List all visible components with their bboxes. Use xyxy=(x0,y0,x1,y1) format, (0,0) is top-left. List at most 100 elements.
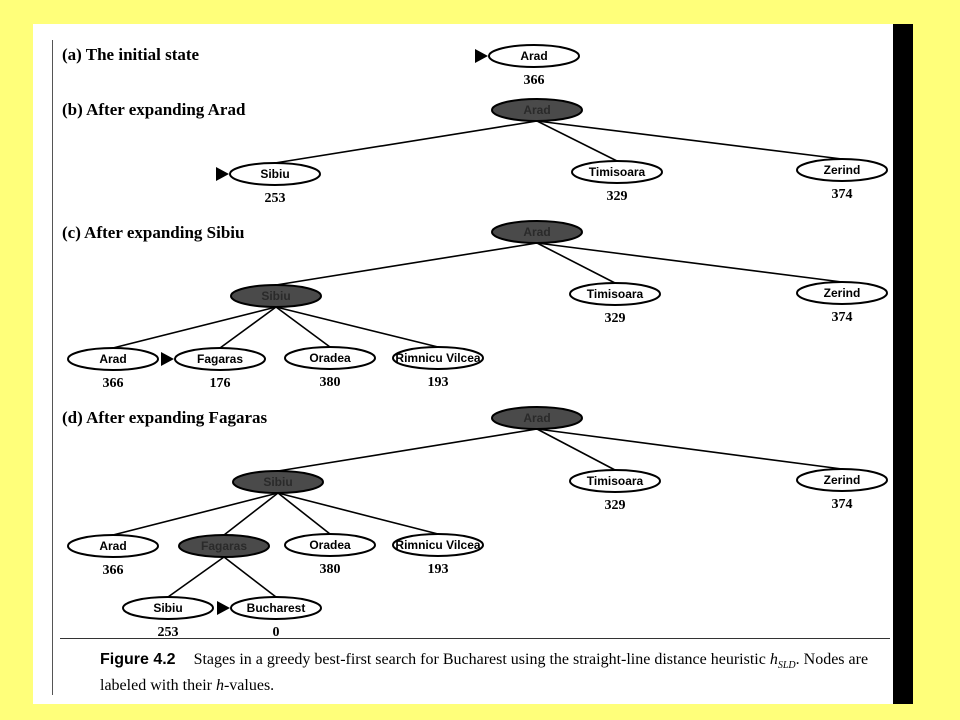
figure-number: Figure 4.2 xyxy=(100,651,176,668)
tree-edge xyxy=(275,306,439,348)
node-h-value: 374 xyxy=(832,310,853,325)
tree-node: Arad xyxy=(491,406,583,430)
tree-node: Arad 366 xyxy=(67,347,159,391)
node-ellipse xyxy=(392,346,484,370)
node-h-value: 366 xyxy=(103,563,124,578)
node-ellipse xyxy=(174,347,266,371)
tree-node: Timisoara 329 xyxy=(569,282,661,326)
tree-edge xyxy=(275,242,538,286)
node-h-value: 374 xyxy=(832,497,853,512)
scan-edge-bar xyxy=(893,24,913,704)
tree-edge xyxy=(277,492,331,535)
node-ellipse xyxy=(392,533,484,557)
node-ellipse xyxy=(230,284,322,308)
current-node-pointer-icon xyxy=(217,601,230,615)
node-label: Sibiu xyxy=(153,601,182,615)
node-h-value: 193 xyxy=(428,375,449,390)
node-label: Rimnicu Vilcea xyxy=(395,351,480,365)
panel-b-label: (b) After expanding Arad xyxy=(62,100,246,119)
tree-edge xyxy=(223,556,277,598)
page-margin-rule xyxy=(52,40,53,695)
tree-node: Arad 366 xyxy=(67,534,159,578)
node-h-value: 329 xyxy=(607,189,628,204)
node-label: Bucharest xyxy=(247,601,306,615)
tree-node: Timisoara 329 xyxy=(571,160,663,204)
tree-node: Sibiu 253 xyxy=(122,596,214,640)
tree-node: Arad xyxy=(491,220,583,244)
node-ellipse xyxy=(796,281,888,305)
node-h-value: 0 xyxy=(273,625,280,640)
tree-node: Fagaras xyxy=(178,534,270,558)
tree-edge xyxy=(536,428,843,470)
tree-node: Bucharest 0 xyxy=(217,596,322,640)
node-h-value: 193 xyxy=(428,562,449,577)
panel-c-label: (c) After expanding Sibiu xyxy=(62,223,245,242)
node-label: Arad xyxy=(523,411,550,425)
node-label: Zerind xyxy=(824,473,861,487)
node-ellipse xyxy=(491,406,583,430)
node-h-value: 380 xyxy=(320,562,341,577)
node-label: Sibiu xyxy=(263,475,292,489)
panel-d-label: (d) After expanding Fagaras xyxy=(62,408,268,427)
caption-text-3: -values. xyxy=(223,677,275,695)
node-h-value: 329 xyxy=(605,311,626,326)
node-label: Timisoara xyxy=(587,287,644,301)
node-h-value: 380 xyxy=(320,375,341,390)
node-ellipse xyxy=(284,346,376,370)
tree-node: Zerind 374 xyxy=(796,468,888,512)
tree-node: Arad xyxy=(491,98,583,122)
tree-edge xyxy=(277,492,439,535)
caption-math-h: h xyxy=(769,651,778,668)
current-node-pointer-icon xyxy=(475,49,488,63)
node-h-value: 374 xyxy=(832,187,853,202)
caption-text-2: . Nodes are labeled with their xyxy=(100,651,869,695)
node-h-value: 253 xyxy=(158,625,179,640)
node-label: Fagaras xyxy=(201,539,247,553)
node-ellipse xyxy=(569,469,661,493)
node-ellipse xyxy=(796,468,888,492)
current-node-pointer-icon xyxy=(216,167,229,181)
node-h-value: 329 xyxy=(605,498,626,513)
node-ellipse xyxy=(122,596,214,620)
node-label: Arad xyxy=(99,352,126,366)
node-ellipse xyxy=(67,534,159,558)
tree-edge xyxy=(536,242,616,284)
tree-edge xyxy=(536,120,843,160)
tree-edge xyxy=(274,120,538,164)
caption-rule xyxy=(60,638,890,639)
node-ellipse xyxy=(229,162,321,186)
node-label: Zerind xyxy=(824,163,861,177)
node-label: Arad xyxy=(523,103,550,117)
node-label: Arad xyxy=(99,539,126,553)
caption-text-1: Stages in a greedy best-first search for… xyxy=(193,651,770,668)
node-ellipse xyxy=(488,44,580,68)
node-label: Timisoara xyxy=(589,165,646,179)
node-label: Oradea xyxy=(309,351,351,365)
tree-edge xyxy=(223,492,279,536)
node-label: Arad xyxy=(523,225,550,239)
tree-edge xyxy=(112,306,277,349)
node-h-value: 366 xyxy=(103,376,124,391)
figure-caption: Figure 4.2 Stages in a greedy best-first … xyxy=(100,650,880,696)
tree-edge xyxy=(536,242,843,283)
node-label: Zerind xyxy=(824,286,861,300)
tree-node: Oradea 380 xyxy=(284,346,376,390)
tree-edge xyxy=(275,306,331,348)
tree-edge xyxy=(219,306,277,349)
caption-math-sub: SLD xyxy=(777,660,796,672)
tree-node: Rimnicu Vilcea 193 xyxy=(392,346,484,390)
tree-edge xyxy=(277,428,538,472)
caption-math: hSLD xyxy=(769,651,796,672)
node-h-value: 253 xyxy=(265,191,286,206)
node-h-value: 176 xyxy=(210,376,231,391)
tree-node: Sibiu xyxy=(230,284,322,308)
node-ellipse xyxy=(569,282,661,306)
current-node-pointer-icon xyxy=(161,352,174,366)
